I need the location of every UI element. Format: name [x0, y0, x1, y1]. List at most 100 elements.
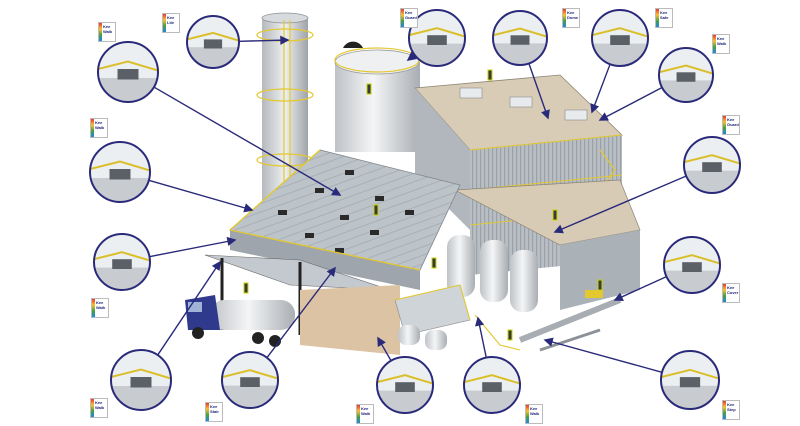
product-logo-badge: Kee Lite [162, 13, 180, 33]
connector-arrowhead [598, 112, 609, 121]
badge-label: Kee Guard [405, 10, 417, 20]
product-logo-badge: Kee Walk [91, 298, 109, 318]
badge-color-bar [91, 119, 94, 137]
main-roof [229, 149, 461, 290]
connector-line [591, 63, 611, 113]
badge-color-bar [526, 405, 529, 423]
connector-line [266, 267, 336, 359]
connector-arrowhead [211, 260, 221, 271]
connector-line [614, 275, 667, 301]
process-building [414, 74, 623, 275]
connector-line [528, 63, 549, 119]
badge-color-bar [163, 14, 166, 32]
connector-arrowhead [243, 203, 254, 213]
badge-label: Kee Walk [361, 406, 371, 416]
connector-arrowhead [406, 51, 417, 61]
badge-color-bar [99, 23, 102, 41]
badge-label: Kee Walk [717, 36, 727, 46]
tanker-truck [185, 295, 295, 347]
workers [243, 69, 603, 341]
connector-line [238, 39, 289, 43]
connector-line [149, 239, 236, 258]
callout-connectors [148, 35, 687, 373]
roof-hatch-icon [97, 41, 159, 103]
product-logo-badge: Kee Walk [98, 22, 116, 42]
product-logo-badge: Kee Guard [722, 115, 740, 135]
walkway-platform-icon [93, 233, 151, 291]
storage-tank [334, 41, 420, 152]
badge-label: Kee Walk [95, 120, 105, 130]
badge-color-bar [206, 403, 209, 421]
product-logo-badge: Kee Walk [525, 404, 543, 424]
roof-edge-guardrail-icon [89, 141, 151, 203]
roof-walkway-icon [221, 351, 279, 409]
product-logo-badge: Kee Safe [655, 8, 673, 28]
step-platform-icon [376, 356, 434, 414]
connector-arrowhead [226, 236, 237, 247]
crossover-stair-icon [660, 350, 720, 410]
connector-arrowhead [543, 337, 554, 347]
product-logo-badge: Kee Stair [205, 402, 223, 422]
connector-line [148, 179, 253, 211]
connector-line [153, 86, 341, 196]
badge-label: Kee Step [727, 402, 736, 412]
lower-roof-deck [453, 179, 641, 310]
product-logo-badge: Kee Walk [90, 118, 108, 138]
badge-label: Kee Walk [103, 24, 113, 34]
connector-arrowhead [326, 266, 336, 277]
ladder-railing-icon [408, 9, 466, 67]
cable-tray-walkway-icon [663, 236, 721, 294]
vertical-vessels [394, 235, 538, 351]
connector-arrowhead [613, 292, 624, 302]
connector-arrowhead [553, 224, 564, 234]
badge-color-bar [357, 405, 360, 423]
badge-label: Kee Guard [727, 117, 739, 127]
badge-color-bar [723, 116, 726, 134]
product-logo-badge: Kee Cover [722, 283, 740, 303]
callout-circles [89, 9, 741, 414]
badge-color-bar [91, 399, 94, 417]
connector-line [544, 339, 663, 373]
badge-label: Kee Walk [96, 300, 106, 310]
product-logo-badge: Kee Walk [356, 404, 374, 424]
badge-color-bar [723, 284, 726, 302]
badge-label: Kee Safe [660, 10, 669, 20]
badge-label: Kee Lite [167, 15, 175, 25]
product-logo-badge: Kee Walk [90, 398, 108, 418]
badge-color-bar [401, 9, 404, 27]
ladder-anchor-icon [110, 349, 172, 411]
connector-arrowhead [590, 103, 600, 114]
connector-line [599, 86, 663, 121]
pipe-rack [518, 290, 622, 352]
skylight-dome-icon [591, 9, 649, 67]
fall-arrest-post-icon [658, 47, 714, 103]
badge-color-bar [723, 401, 726, 419]
connector-arrowhead [475, 316, 485, 327]
badge-color-bar [563, 9, 566, 27]
product-logo-badge: Kee Dome [562, 8, 580, 28]
product-logo-badge: Kee Walk [712, 34, 730, 54]
badge-label: Kee Walk [530, 406, 540, 416]
connector-line [157, 261, 221, 356]
badge-label: Kee Cover [727, 285, 739, 295]
connector-arrowhead [331, 187, 342, 196]
guardrail-base-icon [683, 136, 741, 194]
badge-color-bar [92, 299, 95, 317]
connector-arrowhead [541, 109, 550, 120]
connector-line [554, 175, 687, 233]
product-logo-badge: Kee Step [722, 400, 740, 420]
access-stairs-icon [463, 356, 521, 414]
badge-color-bar [656, 9, 659, 27]
product-logo-badge: Kee Guard [400, 8, 418, 28]
badge-label: Kee Dome [567, 10, 579, 20]
connector-arrowhead [377, 336, 386, 347]
badge-label: Kee Stair [210, 404, 219, 414]
badge-color-bar [713, 35, 716, 53]
canopy-structure [204, 254, 400, 355]
badge-label: Kee Walk [95, 400, 105, 410]
ladder-cage-icon [492, 10, 548, 66]
tank-roof-railing-icon [186, 15, 240, 69]
connector-arrowhead [280, 35, 290, 45]
